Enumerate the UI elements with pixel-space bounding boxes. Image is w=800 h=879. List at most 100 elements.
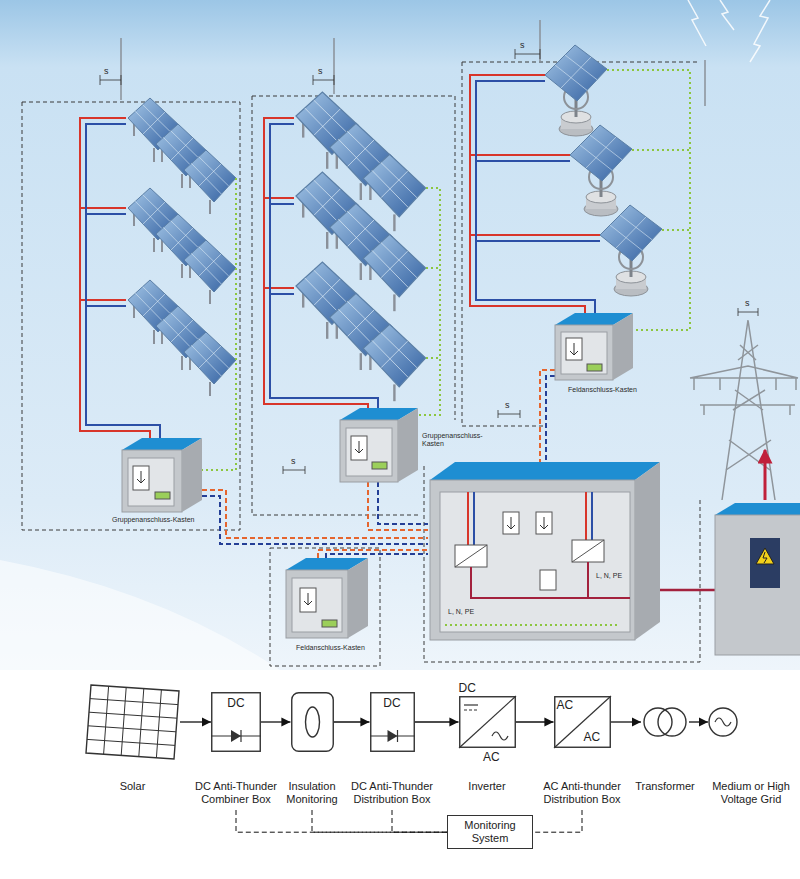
distance-marker (515, 49, 540, 59)
distance-marker (100, 75, 121, 85)
transformer-station (715, 515, 800, 655)
combiner-box-figure (566, 338, 582, 360)
inverter-station (430, 480, 635, 640)
solar-panel-outline (139, 689, 144, 757)
box-caption: Feldanschluss-Kasten (296, 644, 365, 652)
combiner-box-outline (231, 730, 241, 742)
solar-array (128, 280, 236, 396)
box-caption: Gruppenanschluss-Kasten (112, 516, 195, 524)
insulation-monitor-outline (291, 692, 334, 752)
inverter-station (474, 492, 592, 545)
combiner-box-figure (122, 450, 182, 512)
transformer-station (715, 503, 800, 655)
solar-tracker (570, 125, 632, 216)
combiner-box-figure (155, 492, 170, 499)
inverter-station (455, 545, 487, 567)
inverter-outline (459, 696, 516, 748)
combiner-box-figure (304, 593, 312, 605)
transformer-station (756, 548, 774, 564)
monitoring-box: Monitoring System (447, 815, 533, 849)
solar-tracker (545, 45, 607, 136)
inverter-station (445, 624, 620, 626)
node-label: AC Anti-thunder Distribution Box (534, 780, 630, 806)
combiner-box-figure (300, 588, 316, 612)
node-label: Solar (80, 780, 185, 793)
ground-wire (202, 70, 690, 470)
combiner-box-figure (340, 420, 398, 482)
combiner-box-figure (355, 441, 363, 453)
inverter-station (507, 517, 515, 529)
solar-panel-outline (104, 686, 109, 754)
node-label: Medium or High Voltage Grid (705, 780, 797, 806)
node-label: DC Anti-Thunder Distribution Box (344, 780, 440, 806)
field-boundary (22, 62, 700, 666)
grid-source-outline (708, 707, 738, 737)
combiner-box-figure (613, 313, 633, 380)
distance-marker (498, 410, 520, 418)
monitoring-link (392, 810, 447, 832)
transformer-outline (641, 700, 689, 744)
distance-marker (313, 75, 334, 85)
distance-marker (738, 308, 758, 316)
transformer-station (763, 552, 767, 563)
solar-tracker (545, 45, 662, 296)
combiner-box-outline (212, 693, 261, 752)
insulation-monitor-outline (291, 692, 334, 752)
combiner-box-figure (137, 471, 145, 483)
distribution-box-outline (387, 730, 397, 742)
box-text: AC (483, 750, 515, 764)
insulation-monitor: Insulation Monitoring (280, 680, 344, 807)
flow-arrow (689, 721, 708, 722)
distance-label: s (291, 456, 296, 466)
inverter-station (503, 512, 519, 534)
inverter-outline (459, 696, 516, 748)
solar-panel-outline (90, 699, 178, 705)
combiner-box-outline (240, 730, 241, 742)
power-flow-arrow (764, 450, 767, 500)
grid-source-outline (715, 718, 731, 726)
inverter-station (468, 492, 586, 545)
distance-label: s (745, 298, 750, 308)
node-label: Inverter (447, 780, 527, 793)
solar-panel-outline (88, 726, 176, 732)
combiner-box-figure (555, 325, 613, 380)
wire-label: L, N, PE (448, 608, 474, 616)
ground-wire (202, 178, 236, 470)
lightning-rod (120, 38, 122, 100)
monitoring-link (312, 810, 447, 832)
lightning-rod (121, 20, 705, 106)
power-pylon (690, 366, 798, 405)
transformer-station (715, 503, 800, 515)
monitoring-link (533, 810, 582, 832)
sky-background (0, 560, 280, 670)
monitoring-link (236, 810, 447, 832)
flow-arrow (611, 721, 642, 722)
solar-array (128, 92, 426, 401)
ac-distribution-box: ACACAC Anti-thunder Distribution Box (534, 680, 630, 807)
combiner-box-figure (348, 558, 368, 638)
ac-distribution-box-outline (554, 696, 611, 748)
solar-panel-outline (156, 690, 161, 758)
inverter-outline (464, 704, 478, 705)
ac-cable (660, 589, 715, 592)
combiner-box-figure (346, 428, 392, 476)
combiner-box-figure (128, 458, 174, 506)
power-pylon (722, 320, 775, 500)
solar-panel: Solar (80, 680, 185, 794)
solar-panel-outline (87, 739, 175, 745)
transformer-outline (641, 700, 689, 744)
combiner-box-figure (561, 332, 607, 374)
combiner-box-figure (292, 578, 342, 632)
lightning-bolt (688, 0, 770, 62)
distance-label: s (318, 66, 323, 76)
inverter-station (536, 512, 552, 534)
combiner-box-figure (570, 343, 578, 355)
box-text: DC (370, 696, 415, 710)
solar-panel-outline (85, 683, 180, 761)
solar-panel-outline (85, 683, 180, 761)
box-text: AC (557, 698, 583, 712)
flow-arrow (334, 721, 370, 722)
transformer-station (750, 538, 780, 588)
inverter-station (635, 462, 660, 640)
